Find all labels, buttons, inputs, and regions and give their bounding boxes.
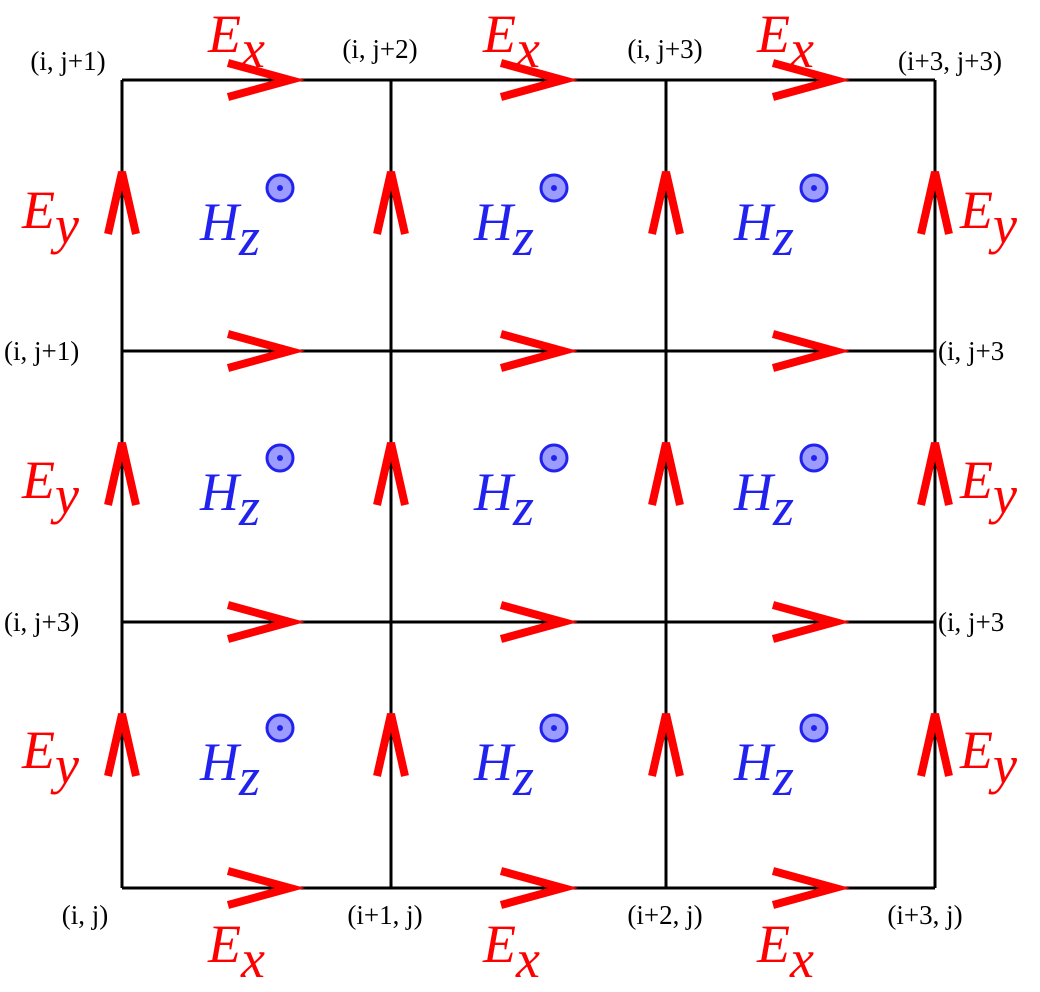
ey-arrow bbox=[648, 442, 684, 506]
ex-arrow bbox=[226, 867, 306, 909]
node-label: (i+3, j) bbox=[887, 900, 962, 930]
dot-center bbox=[551, 725, 557, 731]
ex-arrow bbox=[771, 867, 851, 909]
node-label: (i, j+1) bbox=[30, 46, 105, 76]
out-of-page-icon bbox=[799, 713, 829, 743]
node-label: (i, j+3 bbox=[938, 336, 1004, 366]
node-label: (i, j+3) bbox=[4, 607, 79, 637]
out-of-page-icon bbox=[265, 443, 295, 473]
node-label: (i, j) bbox=[62, 900, 109, 930]
ey-label-right: Ey bbox=[959, 720, 1017, 795]
ey-arrow bbox=[648, 171, 684, 235]
ex-arrow bbox=[499, 867, 579, 909]
out-of-page-icon bbox=[799, 443, 829, 473]
ex-label-top: Ex bbox=[482, 4, 540, 79]
ey-arrow bbox=[648, 713, 684, 777]
node-label: (i, j+2) bbox=[342, 34, 417, 64]
ey-label-right: Ey bbox=[959, 450, 1017, 525]
ey-arrow bbox=[373, 713, 409, 777]
ex-arrow bbox=[226, 59, 306, 101]
out-of-page-icon bbox=[265, 713, 295, 743]
node-label: (i, j+3) bbox=[627, 34, 702, 64]
dot-center bbox=[811, 455, 817, 461]
node-label: (i, j+3 bbox=[938, 607, 1004, 637]
ey-arrow bbox=[104, 171, 140, 235]
hz-label: Hz bbox=[473, 192, 534, 267]
node-label: (i, j+1) bbox=[4, 336, 79, 366]
ex-arrow bbox=[771, 330, 851, 372]
ey-arrow bbox=[373, 171, 409, 235]
ey-arrow bbox=[104, 442, 140, 506]
hz-label: Hz bbox=[199, 462, 260, 537]
hz-label: Hz bbox=[733, 462, 794, 537]
dot-center bbox=[551, 455, 557, 461]
node-label: (i+1, j) bbox=[347, 900, 422, 930]
ex-arrow bbox=[771, 59, 851, 101]
dot-center bbox=[277, 185, 283, 191]
hz-label: Hz bbox=[733, 732, 794, 807]
ey-arrow bbox=[917, 713, 953, 777]
ey-label-left: Ey bbox=[21, 450, 79, 525]
out-of-page-icon bbox=[539, 713, 569, 743]
ex-label-top: Ex bbox=[207, 4, 265, 79]
hz-label: Hz bbox=[199, 192, 260, 267]
ey-label-left: Ey bbox=[21, 720, 79, 795]
ex-arrow bbox=[499, 601, 579, 643]
hz-label: Hz bbox=[733, 192, 794, 267]
node-label: (i+3, j+3) bbox=[898, 46, 1002, 76]
dot-center bbox=[811, 185, 817, 191]
ey-arrow bbox=[917, 442, 953, 506]
dot-center bbox=[811, 725, 817, 731]
ey-label-left: Ey bbox=[21, 180, 79, 255]
ex-arrow bbox=[499, 330, 579, 372]
ey-arrow bbox=[917, 171, 953, 235]
node-label: (i+2, j) bbox=[627, 900, 702, 930]
dot-center bbox=[277, 725, 283, 731]
ex-arrow bbox=[226, 330, 306, 372]
ex-label-bottom: Ex bbox=[482, 914, 540, 989]
out-of-page-icon bbox=[799, 173, 829, 203]
ex-arrow bbox=[771, 601, 851, 643]
out-of-page-icon bbox=[539, 173, 569, 203]
out-of-page-icon bbox=[265, 173, 295, 203]
out-of-page-icon bbox=[539, 443, 569, 473]
ey-arrow bbox=[373, 442, 409, 506]
ey-arrow bbox=[104, 713, 140, 777]
dot-center bbox=[277, 455, 283, 461]
ex-arrow bbox=[226, 601, 306, 643]
hz-label: Hz bbox=[199, 732, 260, 807]
ex-label-bottom: Ex bbox=[207, 914, 265, 989]
hz-label: Hz bbox=[473, 732, 534, 807]
ex-label-top: Ex bbox=[756, 4, 814, 79]
ex-label-bottom: Ex bbox=[756, 914, 814, 989]
hz-label: Hz bbox=[473, 462, 534, 537]
ey-label-right: Ey bbox=[959, 180, 1017, 255]
dot-center bbox=[551, 185, 557, 191]
ex-arrow bbox=[499, 59, 579, 101]
